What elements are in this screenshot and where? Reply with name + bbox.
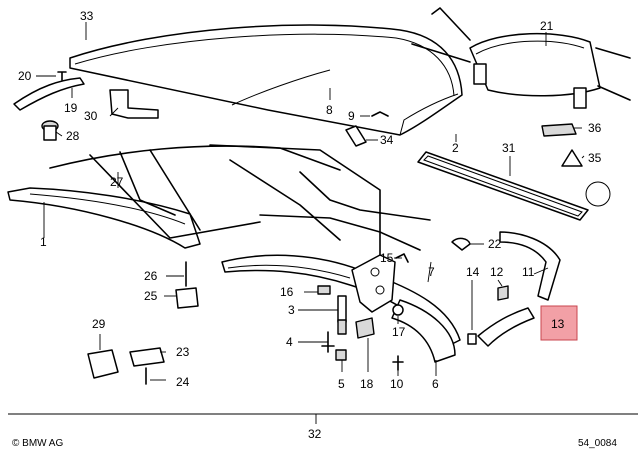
callout-36[interactable]: 36 bbox=[588, 121, 602, 135]
callout-20[interactable]: 20 bbox=[18, 69, 32, 83]
side-rail-1 bbox=[7, 187, 201, 249]
dimension-line-32 bbox=[8, 413, 638, 424]
callout-2[interactable]: 2 bbox=[452, 141, 459, 155]
callout-27[interactable]: 27 bbox=[110, 175, 124, 189]
drawing-number: 54_0084 bbox=[578, 438, 617, 449]
seal-strip-19 bbox=[13, 77, 85, 111]
callout-30[interactable]: 30 bbox=[84, 109, 98, 123]
callout-14[interactable]: 14 bbox=[466, 265, 480, 279]
fastener-15 bbox=[395, 253, 409, 263]
strut-3 bbox=[337, 295, 347, 335]
callout-5[interactable]: 5 bbox=[338, 377, 345, 391]
callout-12[interactable]: 12 bbox=[490, 265, 504, 279]
callout-16[interactable]: 16 bbox=[280, 285, 294, 299]
callout-26[interactable]: 26 bbox=[144, 269, 158, 283]
callout-35[interactable]: 35 bbox=[588, 151, 602, 165]
nut-5 bbox=[335, 349, 347, 361]
callout-4[interactable]: 4 bbox=[286, 335, 293, 349]
screw-10 bbox=[392, 355, 404, 371]
seal-11 bbox=[499, 231, 561, 301]
bushing-17 bbox=[392, 304, 404, 316]
leader-lines bbox=[36, 22, 585, 381]
callout-21[interactable]: 21 bbox=[540, 19, 554, 33]
clip-9 bbox=[371, 111, 389, 117]
callout-17[interactable]: 17 bbox=[392, 325, 406, 339]
callout-29[interactable]: 29 bbox=[92, 317, 106, 331]
bracket-29 bbox=[87, 349, 119, 379]
bracket-25 bbox=[175, 287, 199, 309]
latch-23 bbox=[129, 347, 165, 367]
rear-window-glass bbox=[417, 151, 589, 221]
plate-18 bbox=[355, 317, 375, 339]
clip-14 bbox=[467, 333, 477, 345]
callout-34[interactable]: 34 bbox=[380, 133, 394, 147]
frame-rail-6 bbox=[391, 299, 456, 363]
callout-32[interactable]: 32 bbox=[308, 427, 322, 441]
rear-window-frame bbox=[411, 7, 631, 109]
screw-20 bbox=[57, 71, 67, 81]
callout-15[interactable]: 15 bbox=[380, 251, 394, 265]
callout-11[interactable]: 11 bbox=[522, 265, 535, 279]
callout-13-highlight bbox=[540, 305, 578, 341]
callout-18[interactable]: 18 bbox=[360, 377, 374, 391]
plug-22 bbox=[451, 237, 471, 251]
callout-7[interactable]: 7 bbox=[428, 265, 435, 279]
callout-33[interactable]: 33 bbox=[80, 9, 94, 23]
callout-labels: 33 21 20 19 30 28 8 9 34 36 31 2 35 27 1… bbox=[18, 9, 602, 441]
callout-25[interactable]: 25 bbox=[144, 289, 158, 303]
callout-10[interactable]: 10 bbox=[390, 377, 404, 391]
clip-16 bbox=[317, 285, 331, 295]
callout-23[interactable]: 23 bbox=[176, 345, 190, 359]
top-frame-linkage bbox=[49, 144, 431, 261]
callout-28[interactable]: 28 bbox=[66, 129, 80, 143]
callout-3[interactable]: 3 bbox=[288, 303, 295, 317]
main-hinge-bracket bbox=[351, 254, 396, 313]
fitting-12 bbox=[497, 285, 509, 301]
callout-19[interactable]: 19 bbox=[64, 101, 78, 115]
handle-30 bbox=[109, 89, 159, 119]
copyright-text: © BMW AG bbox=[12, 438, 63, 449]
callout-13[interactable]: 13 bbox=[551, 317, 565, 331]
callout-31[interactable]: 31 bbox=[502, 141, 516, 155]
seal-13 bbox=[477, 307, 535, 347]
knob-28 bbox=[41, 120, 59, 141]
hardtop-shell bbox=[69, 24, 463, 136]
callout-6[interactable]: 6 bbox=[432, 377, 439, 391]
pin-34 bbox=[345, 125, 367, 147]
pad-36 bbox=[541, 123, 577, 137]
callout-9[interactable]: 9 bbox=[348, 109, 355, 123]
wedge-35 bbox=[561, 149, 583, 167]
callout-8[interactable]: 8 bbox=[326, 103, 333, 117]
callout-24[interactable]: 24 bbox=[176, 375, 190, 389]
callout-1[interactable]: 1 bbox=[40, 235, 47, 249]
callout-22[interactable]: 22 bbox=[488, 237, 502, 251]
